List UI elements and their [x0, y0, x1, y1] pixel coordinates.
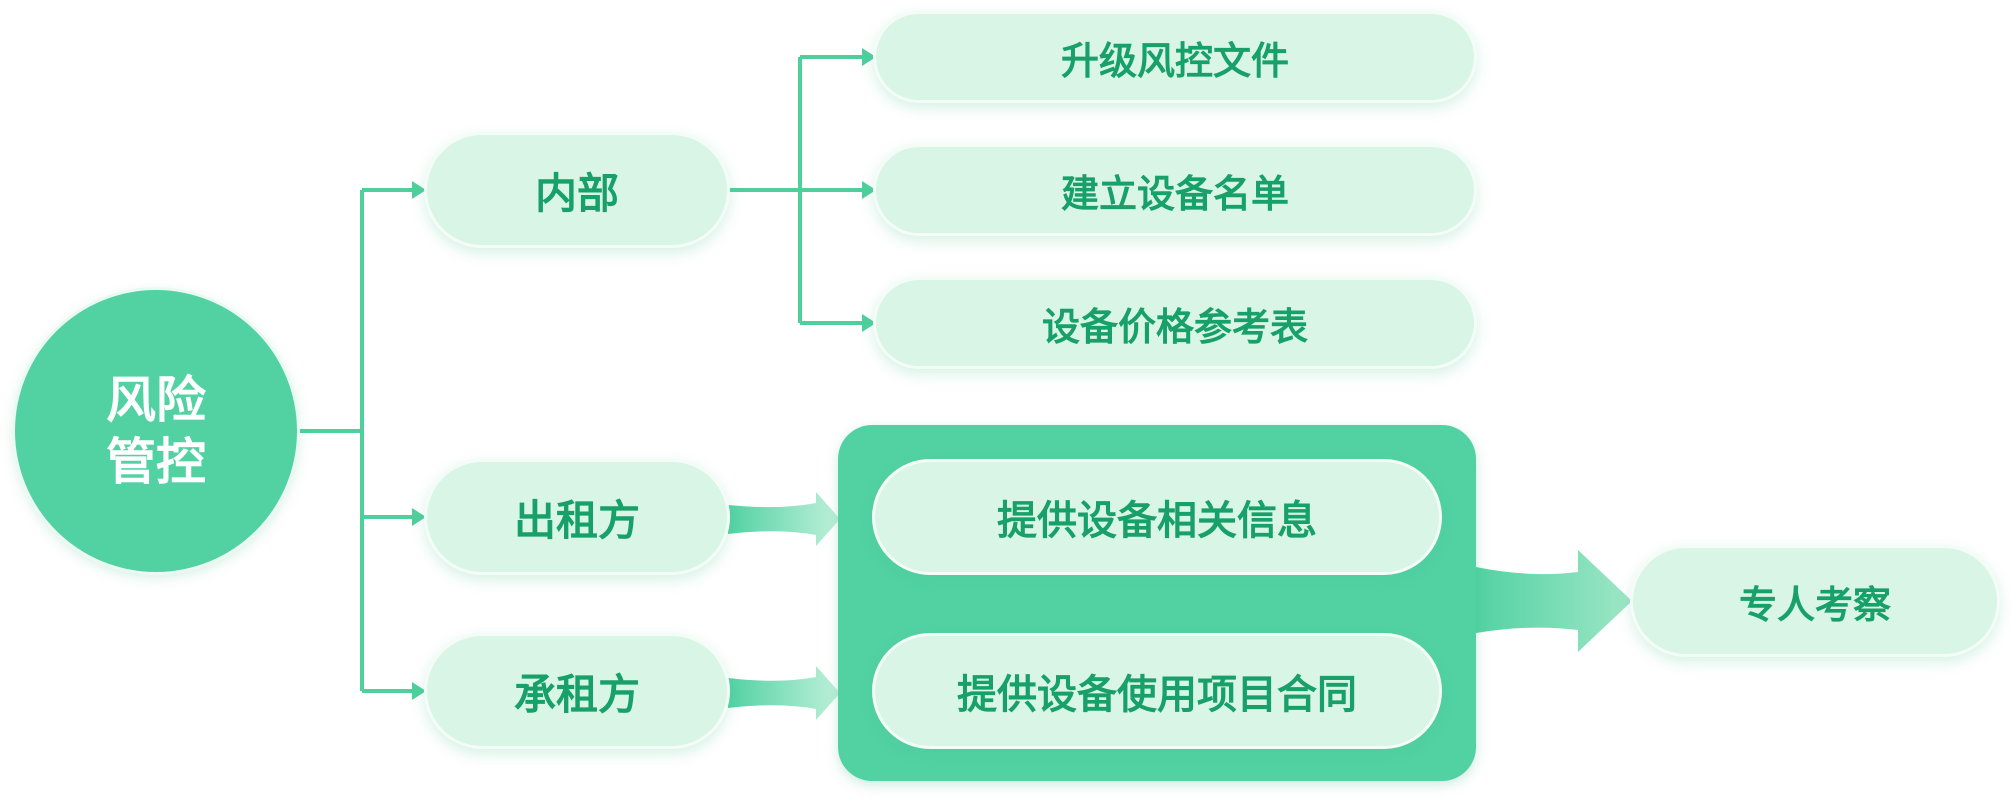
internal-branch-connector	[728, 55, 862, 325]
root-node: 风险 管控	[15, 290, 297, 572]
lessor-arrow	[728, 492, 840, 546]
internal-item-node: 建立设备名单	[873, 144, 1477, 236]
internal-item-node: 升级风控文件	[873, 11, 1477, 103]
lessee-arrow	[728, 666, 840, 720]
outcome-arrow	[1476, 550, 1632, 652]
lessee-provides-node: 提供设备使用项目合同	[872, 633, 1442, 749]
lessor-provides-node: 提供设备相关信息	[872, 459, 1442, 575]
internal-node: 内部	[424, 132, 730, 248]
root-label-line1: 风险	[106, 371, 206, 429]
outcome-node: 专人考察	[1630, 545, 2000, 657]
internal-branch-arrowheads	[862, 48, 876, 332]
root-branch-arrowheads	[412, 181, 426, 700]
lessor-node: 出租方	[424, 459, 730, 575]
internal-item-node: 设备价格参考表	[873, 277, 1477, 369]
lessee-node: 承租方	[424, 633, 730, 749]
root-branch-connector	[297, 188, 412, 693]
root-label-line2: 管控	[106, 433, 206, 491]
